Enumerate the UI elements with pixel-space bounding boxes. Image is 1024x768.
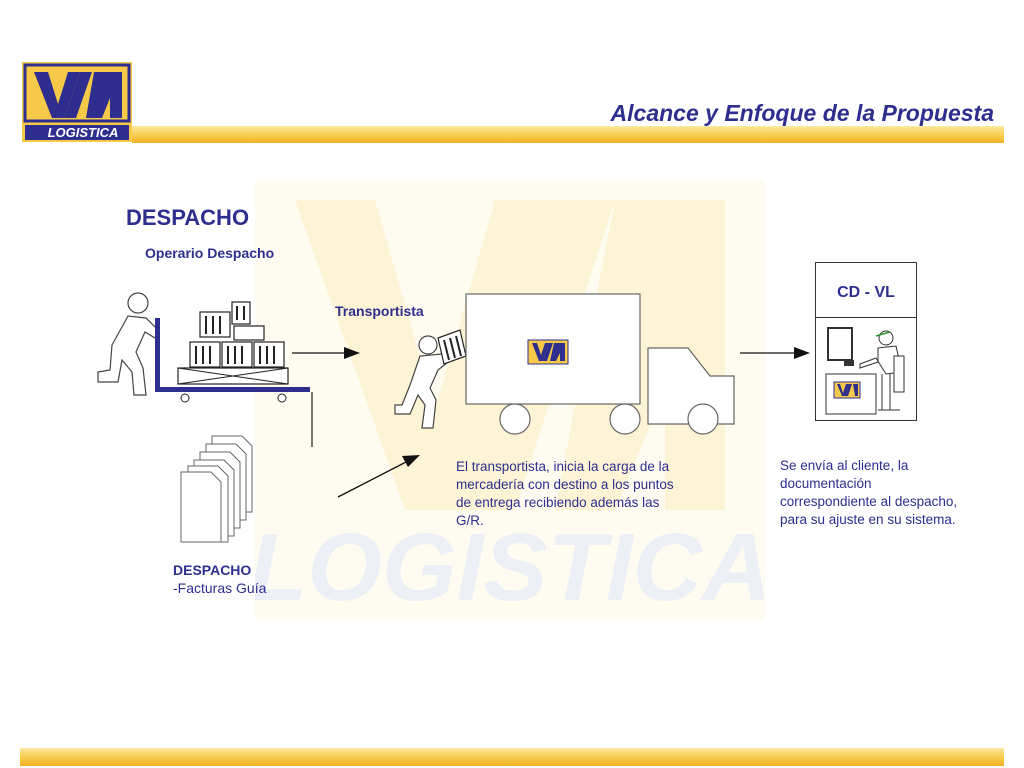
documents-title: DESPACHO <box>173 562 252 578</box>
cd-title: CD - VL <box>816 263 916 318</box>
documents-subtitle: -Facturas Guía <box>173 580 267 596</box>
footer-band <box>20 748 1004 766</box>
company-logo: LOGISTICA <box>22 62 132 142</box>
documents-stack-icon <box>180 435 253 543</box>
arrow-to-cd-icon <box>740 347 810 359</box>
operario-label: Operario Despacho <box>145 245 275 261</box>
logo-text: LOGISTICA <box>47 125 119 140</box>
watermark-text: LOGISTICA <box>255 514 765 620</box>
worker-carrying-box-icon <box>394 329 467 429</box>
cart-icon <box>155 318 313 447</box>
transportista-label: Transportista <box>335 303 424 319</box>
section-title: DESPACHO <box>126 205 250 230</box>
arrow-to-transportista-icon <box>292 347 360 359</box>
truck-icon <box>465 293 735 435</box>
worker-pushing-cart-icon <box>97 292 159 396</box>
office-worker-computer-icon <box>825 327 905 415</box>
header-band <box>132 126 1004 143</box>
cliente-description: Se envía al cliente, la documentación co… <box>780 458 958 527</box>
pallet-boxes-icon <box>189 301 285 368</box>
slide-title: Alcance y Enfoque de la Propuesta <box>610 100 994 126</box>
documents-label: DESPACHO -Facturas Guía <box>173 561 266 597</box>
cd-panel: CD - VL <box>815 262 917 421</box>
transportista-description: El transportista, inicia la carga de la … <box>456 459 674 528</box>
arrow-documents-icon <box>337 455 420 498</box>
